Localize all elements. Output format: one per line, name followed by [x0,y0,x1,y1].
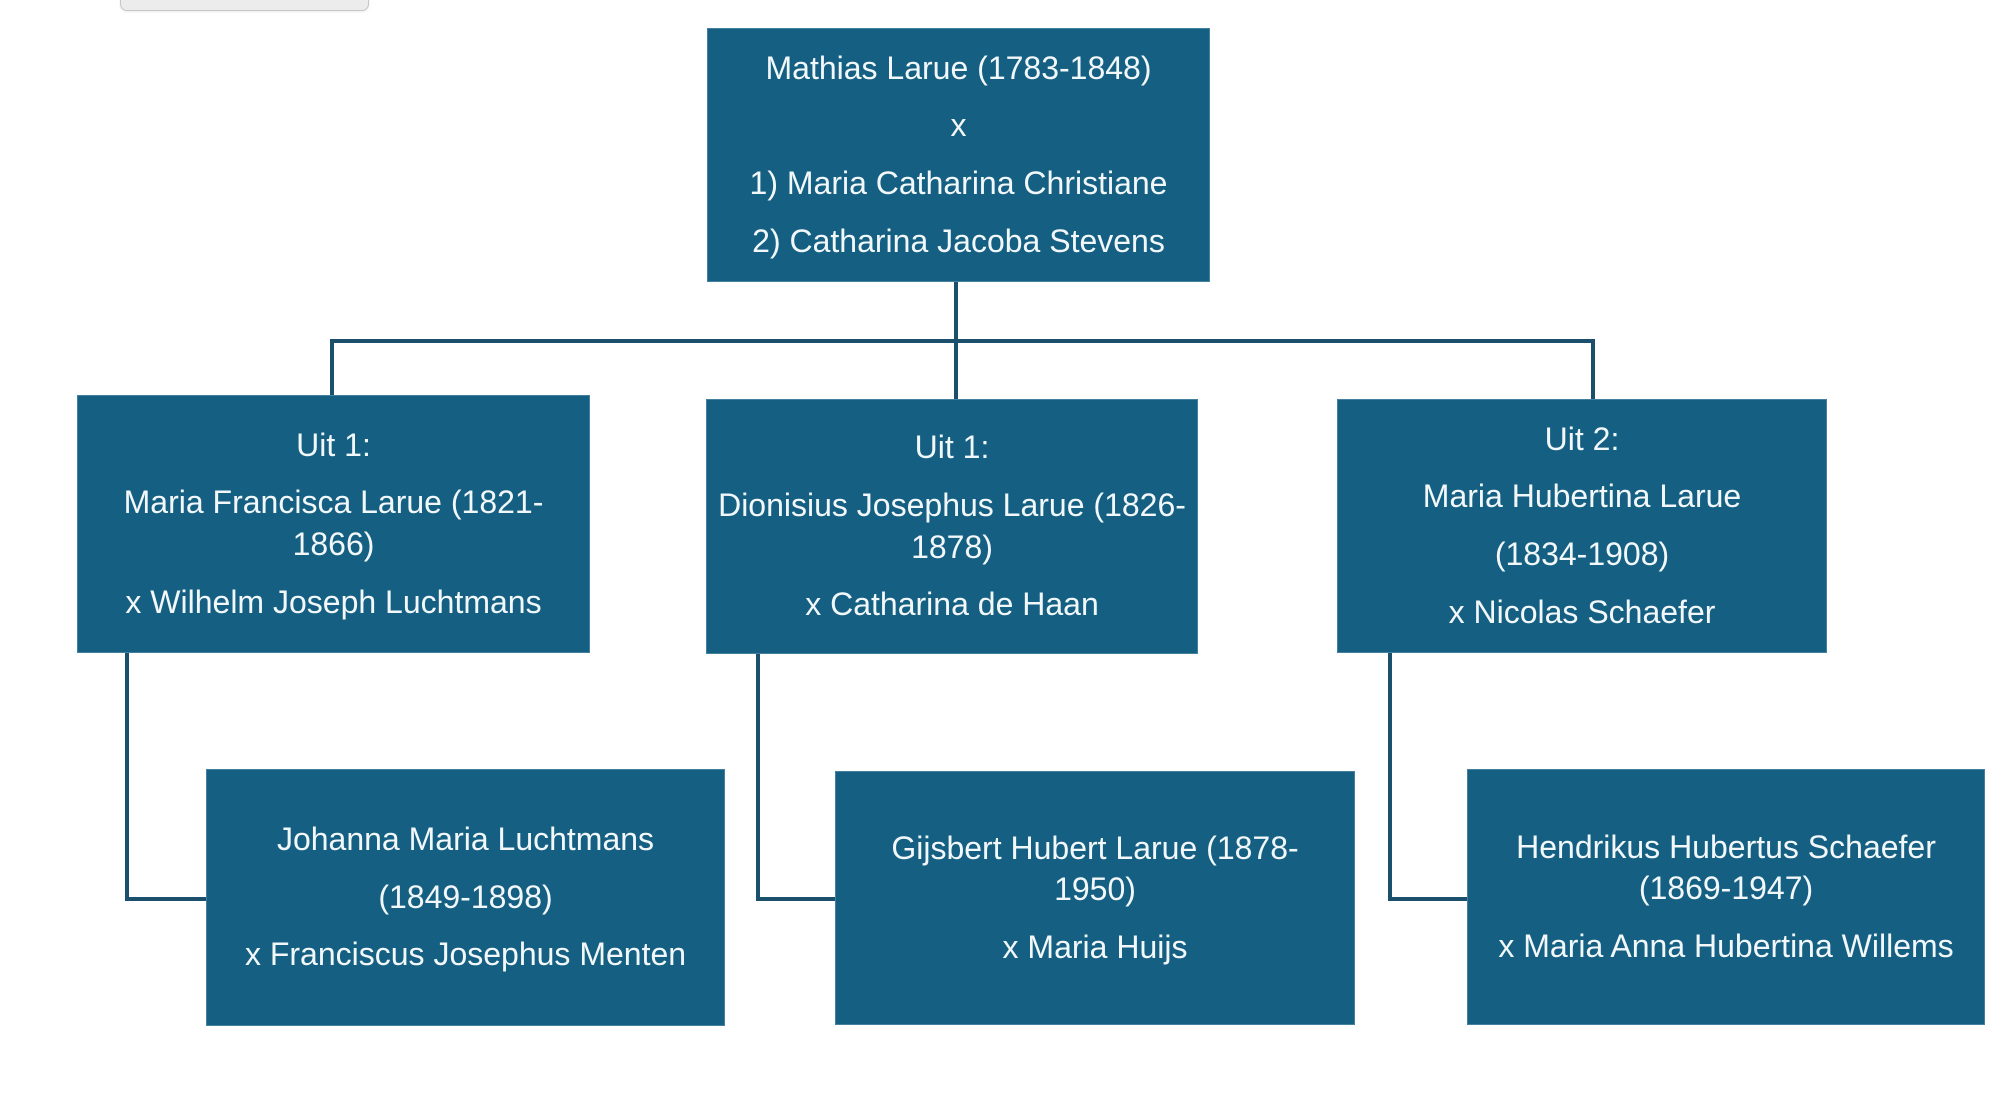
node-line: Uit 1: [296,426,371,463]
connector-horizontal-main [330,339,1595,343]
connector-drop-left [330,339,334,397]
node-line: x Catharina de Haan [805,586,1099,623]
connector-elbow-left-horizontal [125,897,206,901]
toolbar-fragment[interactable] [120,0,369,11]
node-line: 1866) [292,526,375,562]
tree-node-johanna-maria-luchtmans[interactable]: Johanna Maria Luchtmans (1849-1898) x Fr… [206,769,725,1026]
connector-elbow-right-horizontal [1388,897,1467,901]
node-line: x Nicolas Schaefer [1448,593,1716,630]
tree-node-mathias-larue[interactable]: Mathias Larue (1783-1848) x 1) Maria Cat… [707,28,1210,282]
connector-elbow-left-vertical [125,653,129,901]
node-line: (1849-1898) [378,878,553,915]
node-line: Uit 1: [914,429,990,466]
node-line: x Wilhelm Joseph Luchtmans [125,583,542,620]
node-line: Maria Hubertina Larue [1422,478,1742,515]
tree-node-hendrikus-hubertus-schaefer[interactable]: Hendrikus Hubertus Schaefer (1869-1947) … [1467,769,1985,1025]
connector-drop-middle [954,339,958,401]
node-line: (1869-1947) [1638,870,1814,907]
node-line: Dionisius Josephus Larue (1826- [718,486,1186,523]
node-line: 2) Catharina Jacoba Stevens [752,222,1165,259]
tree-node-gijsbert-hubert-larue[interactable]: Gijsbert Hubert Larue (1878- 1950) x Mar… [835,771,1355,1025]
node-line: 1) Maria Catharina Christiane [749,165,1168,201]
node-line: Maria Francisca Larue (1821- [123,484,544,521]
node-line: (1834-1908) [1494,536,1670,572]
connector-elbow-right-vertical [1388,653,1392,901]
node-line: x Maria Huijs [1002,928,1188,965]
node-line: 1878) [911,528,993,565]
tree-node-maria-hubertina-larue[interactable]: Uit 2: Maria Hubertina Larue (1834-1908)… [1337,399,1827,653]
node-line: Gijsbert Hubert Larue (1878- [891,829,1299,866]
node-line: x Maria Anna Hubertina Willems [1498,927,1954,964]
node-line: Hendrikus Hubertus Schaefer [1516,828,1936,865]
node-line: 1950) [1054,871,1136,908]
node-line: Uit 2: [1544,420,1620,457]
node-line: x Franciscus Josephus Menten [244,936,687,973]
tree-node-dionisius-josephus-larue[interactable]: Uit 1: Dionisius Josephus Larue (1826- 1… [706,399,1198,654]
node-line: Johanna Maria Luchtmans [276,821,655,858]
node-line: x [950,107,967,144]
connector-drop-right [1591,339,1595,401]
node-line: Mathias Larue (1783-1848) [765,49,1152,86]
tree-node-maria-francisca-larue[interactable]: Uit 1: Maria Francisca Larue (1821- 1866… [77,395,590,653]
connector-elbow-middle-horizontal [756,897,835,901]
connector-elbow-middle-vertical [756,654,760,901]
connector-top-stem [954,282,958,343]
